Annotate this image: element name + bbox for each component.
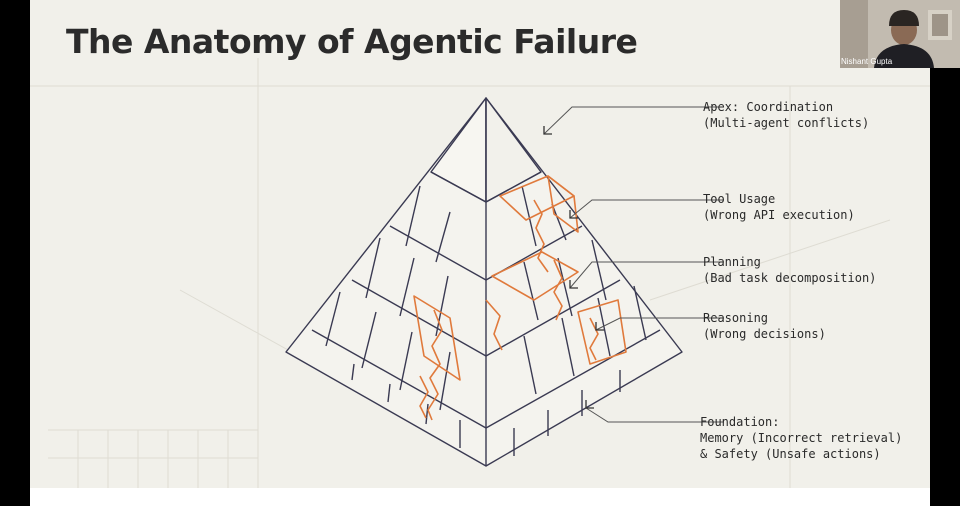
tool-block-right <box>547 175 579 233</box>
arrow-icons <box>543 126 604 409</box>
callout-foundation: Foundation: Memory (Incorrect retrieval)… <box>700 414 902 462</box>
callout-foundation-title: Foundation: <box>700 415 780 429</box>
callout-planning-detail: (Bad task decomposition) <box>703 271 877 285</box>
planning-block <box>491 251 579 301</box>
reasoning-block-right <box>577 299 627 365</box>
callout-tool-detail: (Wrong API execution) <box>703 208 855 222</box>
arrow-icon-reasoning <box>595 322 604 331</box>
arrow-icon-tool <box>569 210 578 219</box>
pyramid-diagram <box>30 58 930 488</box>
crack-center <box>485 299 503 351</box>
reasoning-block <box>413 295 461 381</box>
crack-planning <box>553 259 563 321</box>
background-grid <box>30 58 930 488</box>
webcam-video-frame <box>840 0 960 68</box>
arrow-icon-foundation <box>585 400 594 409</box>
webcam-thumbnail[interactable]: Nishant Gupta <box>840 0 960 68</box>
callout-foundation-safety: & Safety (Unsafe actions) <box>700 447 881 461</box>
leader-planning <box>569 261 724 289</box>
callout-leaders <box>543 106 724 423</box>
leader-foundation <box>585 407 724 423</box>
leader-apex <box>543 106 724 135</box>
leader-tool <box>569 199 724 219</box>
arrow-icon-apex <box>543 126 552 135</box>
crack-reasoning <box>427 309 443 421</box>
callout-apex-detail: (Multi-agent conflicts) <box>703 116 870 130</box>
slide-title: The Anatomy of Agentic Failure <box>66 22 638 61</box>
callout-foundation-memory: Memory (Incorrect retrieval) <box>700 431 903 445</box>
callout-tool-title: Tool Usage <box>703 192 776 206</box>
crack-lower <box>419 375 429 419</box>
leader-reasoning <box>595 317 724 331</box>
callout-apex: Apex: Coordination (Multi-agent conflict… <box>703 99 869 131</box>
pyramid-body <box>285 97 683 467</box>
crack-tool <box>533 199 549 273</box>
callout-planning: Planning (Bad task decomposition) <box>703 254 876 286</box>
callout-reasoning: Reasoning (Wrong decisions) <box>703 310 826 342</box>
crack-reasoning-right <box>589 317 599 361</box>
callout-planning-title: Planning <box>703 255 761 269</box>
slide-bottom-strip <box>30 488 930 506</box>
callout-reasoning-detail: (Wrong decisions) <box>703 327 826 341</box>
presentation-slide: The Anatomy of Agentic Failure Apex: Coo… <box>30 0 930 488</box>
callout-apex-title: Apex: Coordination <box>703 100 834 114</box>
callout-reasoning-title: Reasoning <box>703 311 769 325</box>
participant-name: Nishant Gupta <box>841 57 893 66</box>
callout-tool-usage: Tool Usage (Wrong API execution) <box>703 191 855 223</box>
crack-highlights <box>413 175 627 421</box>
arrow-icon-planning <box>569 280 578 289</box>
